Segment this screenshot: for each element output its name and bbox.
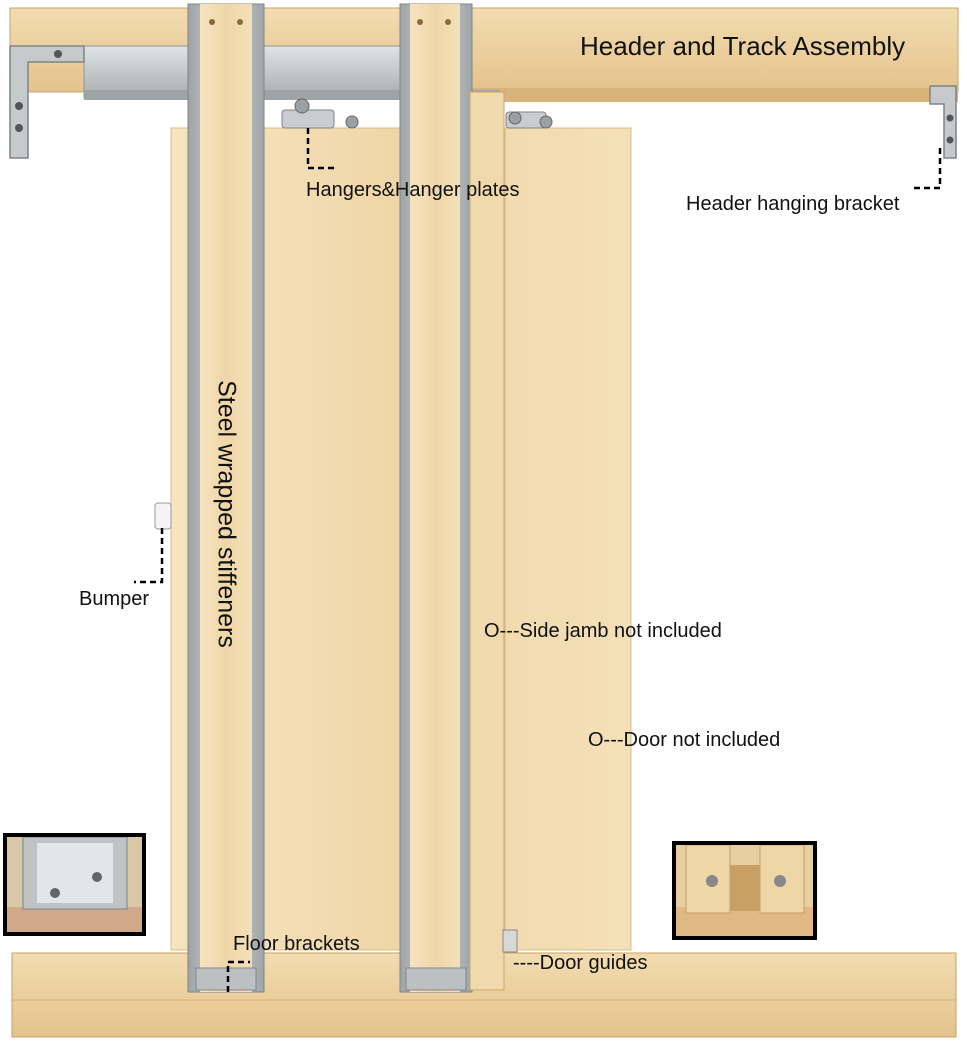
right-header-bracket — [929, 85, 957, 159]
hanger-left — [281, 98, 359, 129]
label-header-track-assembly: Header and Track Assembly — [580, 31, 906, 61]
leader-bumper — [134, 528, 164, 584]
bumper — [154, 502, 172, 530]
floor-bracket-closeup — [7, 837, 142, 932]
label-steel-wrapped-stiffeners: Steel wrapped stiffeners — [212, 380, 241, 648]
left-header-bracket — [9, 45, 85, 159]
header-board-lower — [470, 88, 958, 102]
floor-bracket — [195, 967, 257, 991]
label-header-hanging-bracket: Header hanging bracket — [686, 193, 900, 215]
leader-hangers — [306, 128, 336, 170]
label-hangers: Hangers&Hanger plates — [306, 179, 520, 201]
label-door-guides: ----Door guides — [513, 952, 648, 974]
door-guide-inset-photo — [672, 841, 817, 940]
floor-bracket — [405, 967, 467, 991]
label-door: O---Door not included — [588, 729, 781, 751]
label-side-jamb: O---Side jamb not included — [484, 620, 722, 642]
label-bumper: Bumper — [79, 588, 150, 610]
bracket-screw — [54, 50, 62, 58]
side-jamb — [469, 91, 505, 991]
bracket-screw — [946, 114, 954, 122]
door-guide-closeup — [676, 845, 813, 936]
leader-lines — [134, 128, 942, 992]
stiffener-right — [399, 3, 473, 993]
door-guide — [502, 929, 518, 953]
bracket-screw — [15, 124, 23, 132]
track-rail-lip — [84, 90, 500, 100]
leader-header-bracket — [912, 148, 942, 190]
bracket-screw — [946, 136, 954, 144]
floor-bracket-inset-photo — [3, 833, 146, 936]
stiffener-left — [187, 3, 265, 993]
leader-floor-brackets — [226, 960, 250, 992]
hanger-right — [505, 111, 553, 129]
bracket-screw — [15, 102, 23, 110]
label-floor-brackets: Floor brackets — [233, 933, 360, 955]
